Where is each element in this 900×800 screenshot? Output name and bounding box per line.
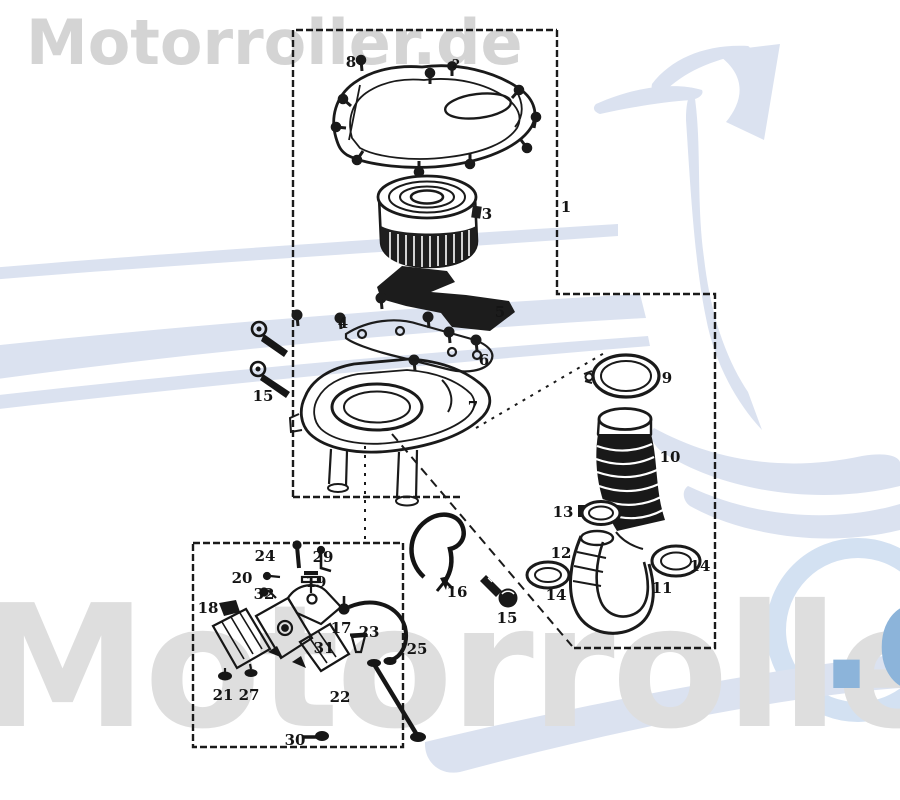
part-label-3: 3 [482,205,492,223]
logo-bird-beak [593,86,703,114]
bolt-icon [249,360,290,398]
screw-icon [443,326,455,344]
logo-bird-flag [714,44,780,140]
part-label-32: 32 [254,585,275,603]
part-label-18: 18 [198,599,219,617]
part-clamp [578,500,622,526]
frame-upper-left [291,28,557,497]
part-ring [583,353,661,399]
part-label-12: 12 [551,544,572,562]
screw-icon [291,309,303,327]
part-label-7: 7 [468,398,478,416]
screw-icon [330,121,347,133]
section-lines [364,351,607,647]
part-label-8: 8 [346,53,356,71]
screw-icon [334,312,346,330]
part-label-25: 25 [407,640,428,658]
part-gasket [344,319,494,373]
gasket-screws [291,292,482,372]
part-label-22: 22 [330,688,351,706]
bolt-lower [480,574,518,608]
part-label-20: 20 [232,569,253,587]
part-label-31: 31 [314,639,335,657]
section-to-ring [475,351,607,429]
screw-icon [510,84,525,99]
part-label-14-right: 14 [690,557,711,575]
part-label-1: 1 [561,198,571,216]
screw-icon [470,334,482,352]
frame-right-step [555,30,717,650]
diagram-borders [191,28,717,749]
carb-cluster [211,540,426,742]
part-elbow-tube [568,529,655,635]
part-label-11: 11 [652,579,673,597]
part-label-29: 29 [313,548,334,566]
screw-icon [351,150,365,166]
part-label-30: 30 [285,731,306,749]
screw-icon [337,93,352,108]
screw-icon [424,67,436,84]
frame-lower-box [191,541,405,749]
watermark-bottom: Motorroller [0,569,900,767]
part-label-19: 19 [306,573,327,591]
part-label-2: 2 [452,57,460,71]
logo-swoosh-band-3 [0,336,650,409]
screw-icon [464,154,476,170]
part-label-14-left: 14 [546,586,567,604]
logo-bottom-swoosh [424,654,900,773]
part-label-17: 17 [331,619,352,637]
part-label-6: 6 [479,351,489,369]
screw-icon [447,61,457,76]
cover-screws [330,54,542,178]
part-labels: 8 2 1 3 4 5 6 7 15 9 10 13 12 14 11 14 1… [198,53,711,749]
part-filter-element [376,174,482,269]
screw-icon [422,311,434,329]
part-hook-bracket [409,512,466,592]
screw-icon [375,292,387,310]
part-cover [332,64,537,169]
screw-icon [355,54,367,72]
part-label-21: 21 [213,686,234,704]
part-label-27: 27 [239,686,260,704]
screw-icon [519,139,533,154]
bolt-icon [250,320,288,357]
section-diagonal [391,433,573,647]
part-label-9: 9 [662,369,672,387]
screw-icon [413,161,425,178]
part-label-13: 13 [553,503,574,521]
part-label-4: 4 [338,314,348,332]
part-housing [288,357,492,507]
logo-bird-neck [686,92,762,430]
logo-swoosh-band-1 [0,224,618,280]
part-label-16: 16 [447,583,468,601]
logo-bird-wing-2 [683,486,900,539]
sealing-rings [525,544,702,590]
part-label-23: 23 [359,623,380,641]
logo-bird-wing-1 [651,428,900,496]
part-label-24: 24 [255,547,276,565]
logo-ring [766,538,900,722]
part-label-15-lower: 15 [497,609,518,627]
watermark-bottom-right-de: .de [818,550,900,724]
brand-logo-watermark [0,44,900,773]
part-label-5: 5 [495,303,505,321]
part-bracket [377,266,515,331]
screw-icon [530,111,542,129]
part-label-10: 10 [660,448,681,466]
part-label-15-upper: 15 [253,387,274,405]
bolts-upper [249,320,290,398]
